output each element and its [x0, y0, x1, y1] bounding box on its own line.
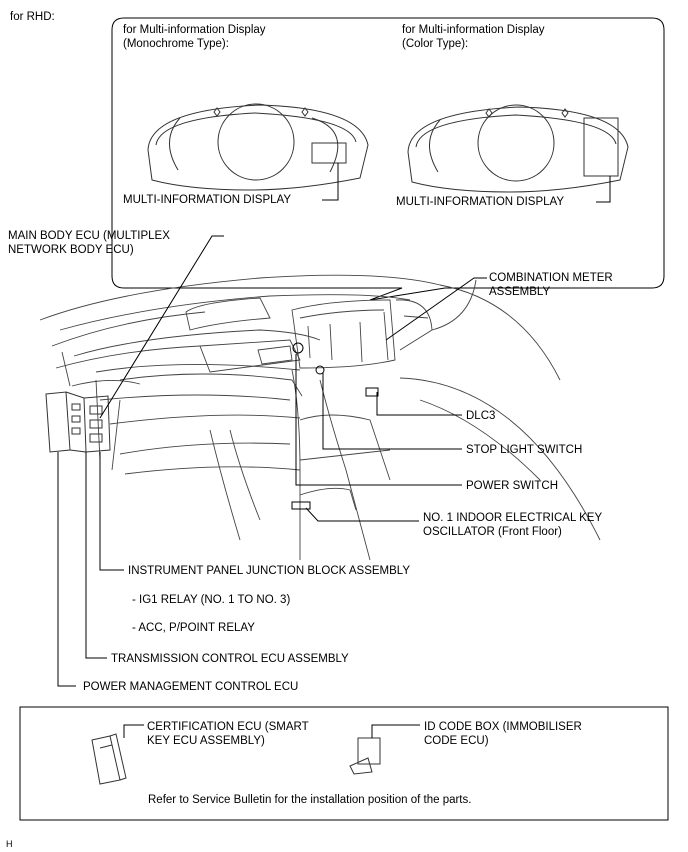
- indoor-key-oscillator-label: NO. 1 INDOOR ELECTRICAL KEY OSCILLATOR (…: [423, 512, 603, 538]
- ig1-relay-label: - IG1 RELAY (NO. 1 TO NO. 3): [132, 594, 291, 606]
- id-code-box-label: ID CODE BOX (IMMOBILISER CODE ECU): [424, 721, 582, 747]
- id-code-box-drawing: [349, 737, 381, 775]
- mono-display-label: MULTI-INFORMATION DISPLAY: [123, 194, 292, 206]
- stop-light-switch-part: [315, 365, 325, 375]
- main-body-ecu-label: MAIN BODY ECU (MULTIPLEX NETWORK BODY EC…: [8, 230, 170, 256]
- power-switch-part: [292, 342, 304, 354]
- cluster-color-drawing: [407, 104, 629, 193]
- dashboard-drawing: [39, 274, 601, 561]
- variant-label: for RHD:: [10, 11, 55, 23]
- stop-light-switch-label: STOP LIGHT SWITCH: [466, 444, 583, 456]
- certification-ecu-label: CERTIFICATION ECU (SMART KEY ECU ASSEMBL…: [147, 721, 309, 747]
- key-oscillator-part: [291, 501, 311, 510]
- ecu-block-drawing: [45, 391, 111, 453]
- junction-block-label: INSTRUMENT PANEL JUNCTION BLOCK ASSEMBLY: [128, 565, 411, 577]
- mono-type-title: for Multi-information Display (Monochrom…: [123, 24, 266, 50]
- certification-ecu-drawing: [91, 733, 127, 785]
- color-display-label: MULTI-INFORMATION DISPLAY: [396, 196, 565, 208]
- power-mgmt-ecu-label: POWER MANAGEMENT CONTROL ECU: [83, 681, 299, 693]
- cluster-monochrome-drawing: [147, 103, 369, 191]
- acc-relay-label: - ACC, P/POINT RELAY: [132, 622, 255, 634]
- dlc3-label: DLC3: [466, 410, 496, 422]
- figure-code: H: [6, 839, 13, 849]
- service-bulletin-note: Refer to Service Bulletin for the instal…: [148, 794, 472, 806]
- transmission-ecu-label: TRANSMISSION CONTROL ECU ASSEMBLY: [111, 653, 349, 665]
- dlc3-part: [365, 387, 379, 397]
- bottom-box-outline: [19, 706, 669, 821]
- leader-lines: [57, 235, 487, 687]
- combination-meter-label: COMBINATION METER ASSEMBLY: [489, 272, 613, 298]
- color-type-title: for Multi-information Display (Color Typ…: [402, 24, 545, 50]
- callout-box-outline: [111, 17, 665, 301]
- power-switch-label: POWER SWITCH: [466, 480, 558, 492]
